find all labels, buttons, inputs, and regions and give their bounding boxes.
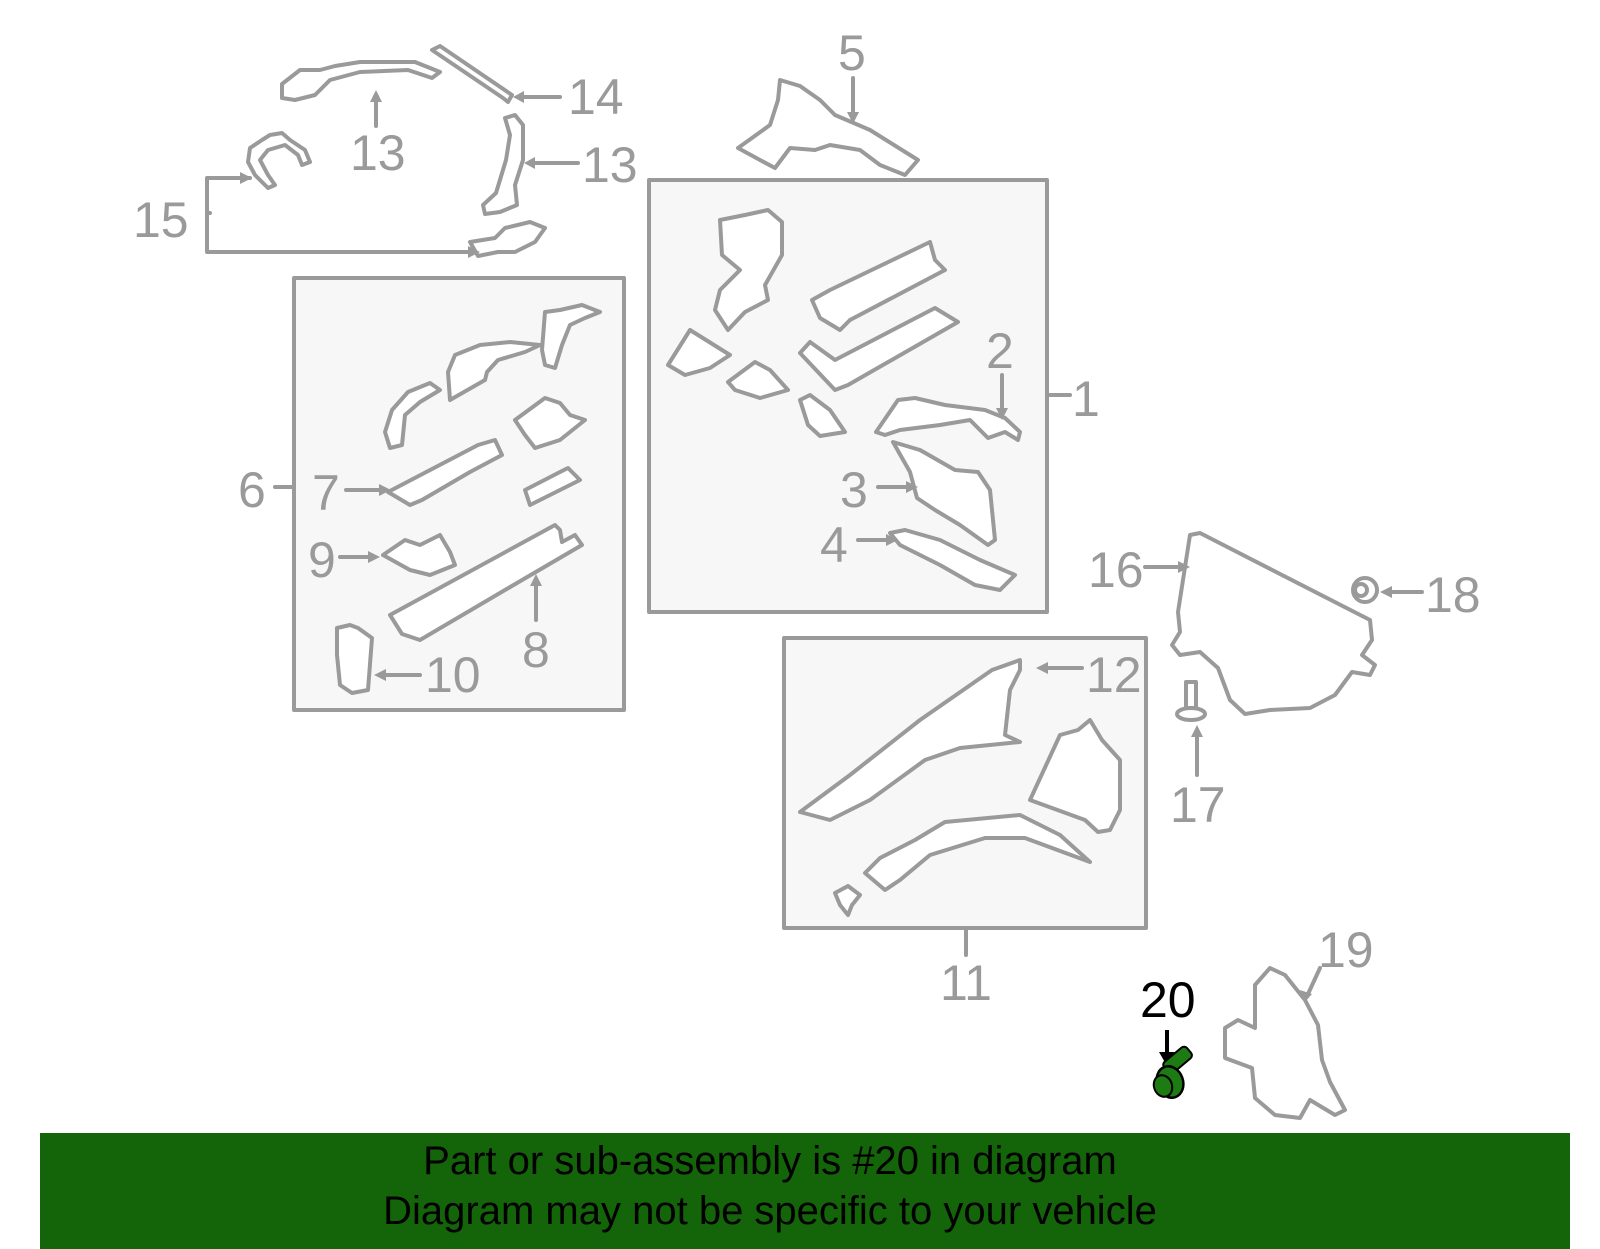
part-13-bracket-lower bbox=[481, 113, 525, 216]
part-15-clip-lower bbox=[468, 220, 547, 258]
callout-10: 10 bbox=[425, 647, 481, 703]
callout-3: 3 bbox=[840, 462, 868, 518]
callout-13-lower: 13 bbox=[582, 137, 638, 193]
part-11-a bbox=[1028, 718, 1122, 834]
part-1-c bbox=[798, 306, 960, 392]
group-box-1 bbox=[647, 178, 1049, 614]
part-4-rail bbox=[888, 528, 1017, 592]
part-6-d bbox=[513, 396, 587, 450]
callout-2: 2 bbox=[986, 323, 1014, 379]
callout-20-highlighted[interactable]: 20 bbox=[1140, 972, 1196, 1028]
part-5-bracket bbox=[736, 78, 920, 177]
callout-17: 17 bbox=[1170, 777, 1226, 833]
part-8-sill bbox=[388, 523, 584, 642]
part-17-bolt bbox=[1175, 680, 1207, 722]
part-1-e bbox=[726, 360, 790, 400]
callout-1: 1 bbox=[1072, 371, 1100, 427]
part-7-rail bbox=[386, 438, 504, 507]
part-12-rail bbox=[798, 658, 1022, 822]
callout-13-upper: 13 bbox=[350, 125, 406, 181]
part-6-e bbox=[523, 466, 582, 507]
part-19-bracket bbox=[1223, 966, 1347, 1120]
part-1-f bbox=[798, 393, 847, 438]
part-14-rod bbox=[430, 44, 514, 104]
callout-15: 15 bbox=[133, 192, 189, 248]
callout-4: 4 bbox=[820, 517, 848, 573]
callout-12: 12 bbox=[1086, 647, 1142, 703]
part-11-b bbox=[863, 813, 1092, 892]
part-6-b bbox=[446, 340, 542, 402]
part-1-d bbox=[666, 328, 732, 377]
callout-11: 11 bbox=[940, 955, 992, 1011]
part-16-shield bbox=[1170, 531, 1377, 716]
part-15-clip-upper bbox=[246, 131, 312, 190]
part-1-a bbox=[713, 208, 784, 332]
part-20-push-clip[interactable] bbox=[1151, 1030, 1194, 1101]
part-13-bracket-upper bbox=[280, 60, 442, 102]
callout-7: 7 bbox=[312, 465, 340, 521]
part-3-panel bbox=[891, 440, 997, 547]
part-11-c bbox=[833, 884, 862, 917]
banner-disclaimer: Diagram may not be specific to your vehi… bbox=[383, 1189, 1157, 1233]
part-6-c bbox=[540, 303, 602, 370]
callout-8: 8 bbox=[522, 622, 550, 678]
callout-16: 16 bbox=[1088, 542, 1144, 598]
part-2-panel bbox=[874, 396, 1022, 442]
callout-19: 19 bbox=[1318, 922, 1374, 978]
part-10-bracket bbox=[335, 623, 374, 695]
info-banner: Part or sub-assembly is #20 in diagram D… bbox=[40, 1133, 1570, 1249]
part-9-bracket bbox=[381, 533, 457, 577]
callout-9: 9 bbox=[308, 532, 336, 588]
callout-6: 6 bbox=[238, 462, 266, 518]
part-6-a bbox=[383, 381, 442, 450]
callout-18: 18 bbox=[1425, 567, 1481, 623]
callout-14: 14 bbox=[568, 69, 624, 125]
part-1-b bbox=[810, 240, 947, 332]
callout-5: 5 bbox=[838, 25, 866, 81]
part-18-nut bbox=[1351, 576, 1379, 604]
banner-part-notice: Part or sub-assembly is #20 in diagram bbox=[423, 1139, 1117, 1183]
